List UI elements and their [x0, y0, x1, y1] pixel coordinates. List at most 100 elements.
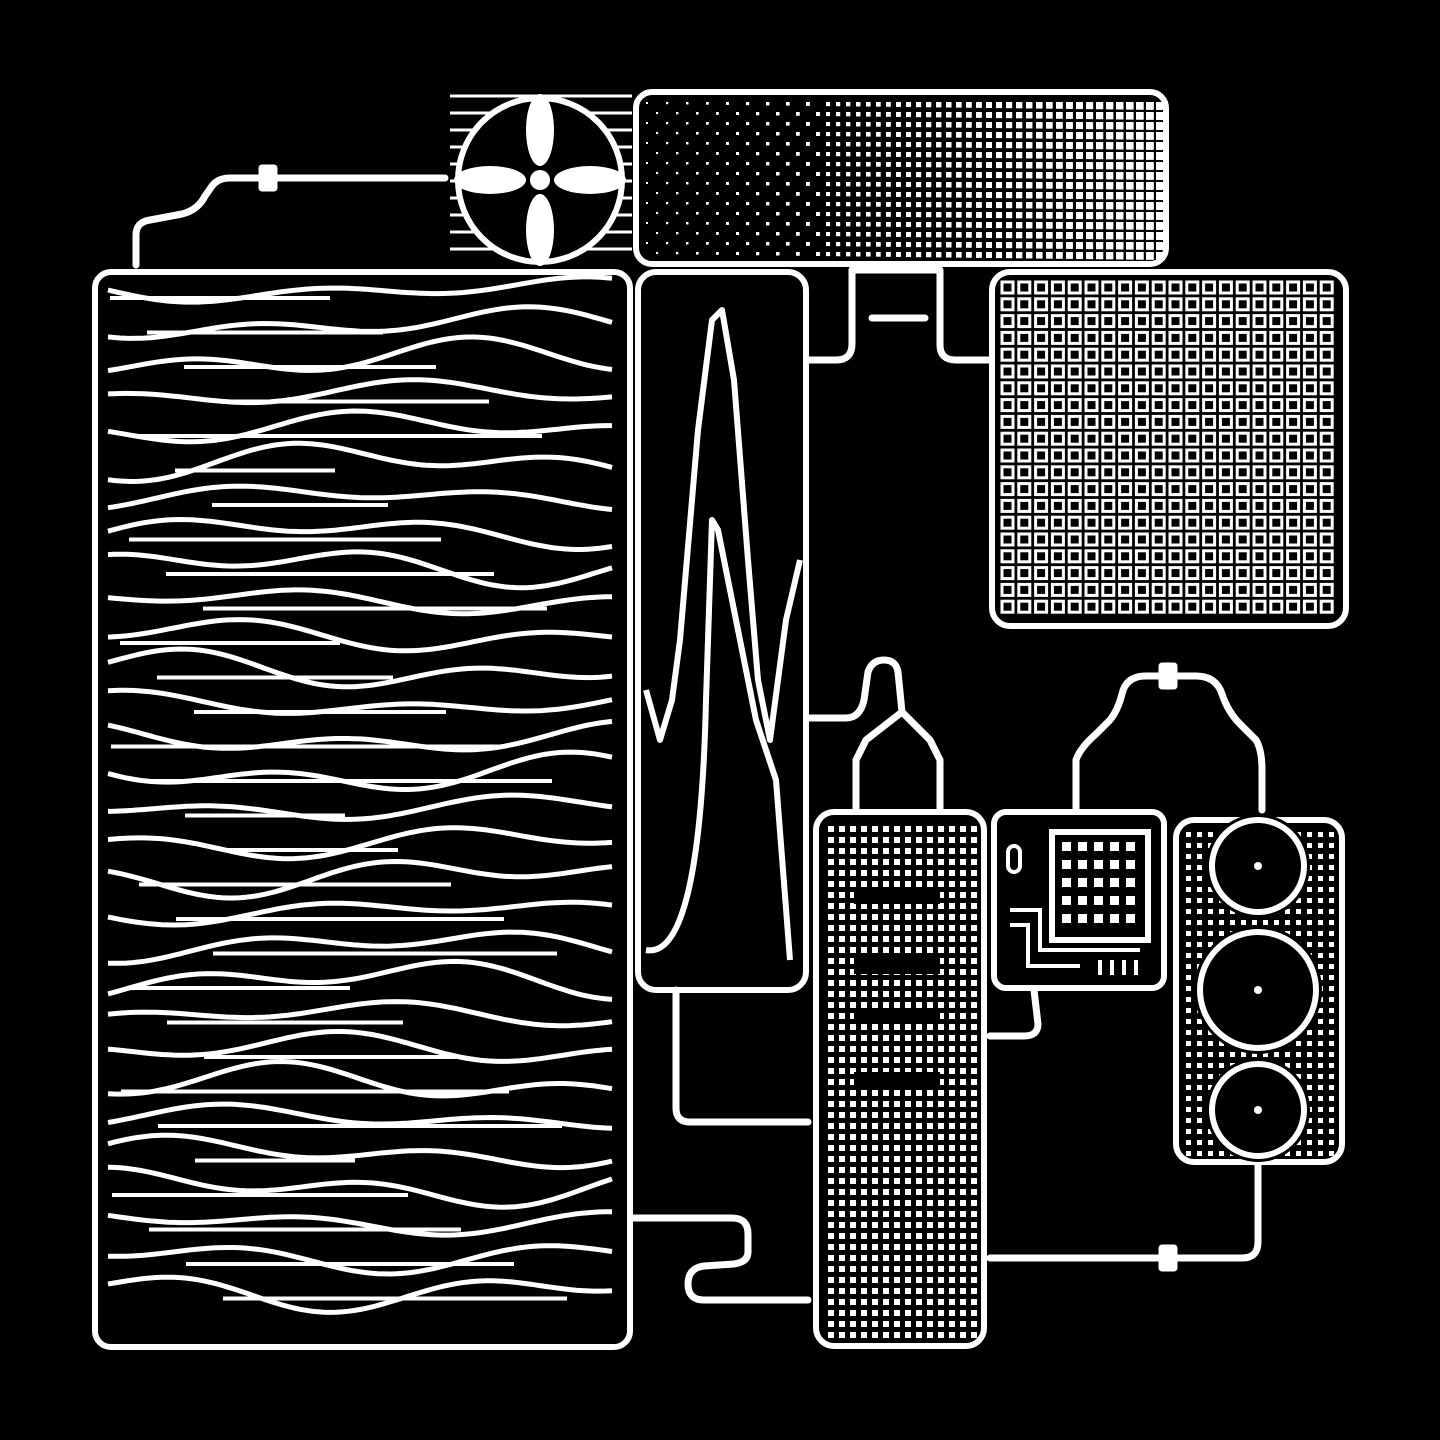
dither-dot: [916, 152, 922, 158]
grid-cell: [1168, 532, 1183, 547]
dither-dot: [666, 182, 669, 185]
lobe-dot: [1307, 942, 1312, 947]
dither-dot: [1016, 202, 1023, 209]
dither-dot: [1036, 112, 1043, 119]
grid-cell: [1101, 314, 1116, 329]
column-dot: [850, 1321, 856, 1327]
column-dot: [839, 1112, 845, 1118]
grid-cell: [1269, 566, 1284, 581]
grid-cell: [1286, 347, 1301, 362]
column-dot: [894, 1288, 900, 1294]
column-dot: [861, 1299, 867, 1305]
dotted-column-panel: [813, 809, 987, 1349]
column-dot: [828, 1222, 834, 1228]
column-dot: [828, 1101, 834, 1107]
dither-dot: [896, 152, 901, 157]
chip-body: [1049, 829, 1151, 943]
column-dot: [905, 914, 911, 920]
dither-dot: [1076, 172, 1084, 180]
column-dot: [872, 1200, 878, 1206]
dither-dot: [946, 212, 952, 218]
column-dot: [960, 1002, 966, 1008]
column-dot: [872, 1035, 878, 1041]
dither-dot: [846, 252, 851, 257]
dither-dot: [746, 222, 750, 226]
dither-dot: [686, 142, 689, 145]
column-dot: [905, 1255, 911, 1261]
column-dot: [960, 1112, 966, 1118]
grid-cell: [1084, 314, 1099, 329]
dither-dot: [1156, 112, 1164, 120]
grid-cell: [1134, 566, 1149, 581]
fan-blade: [526, 94, 554, 166]
dither-dot: [1146, 222, 1154, 230]
grid-cell: [1269, 347, 1284, 362]
column-dot: [861, 980, 867, 986]
dither-dot: [1156, 222, 1164, 230]
dither-dot: [826, 242, 831, 247]
dither-dot: [1026, 102, 1033, 109]
column-dot: [949, 1310, 955, 1316]
dither-dot: [1046, 242, 1053, 249]
lobe-dot: [1197, 843, 1202, 848]
column-dot: [894, 1299, 900, 1305]
dither-dot: [1126, 112, 1134, 120]
column-dot: [861, 1255, 867, 1261]
lobe-dot: [1296, 1052, 1301, 1057]
column-dot: [883, 980, 889, 986]
column-dot: [971, 991, 977, 997]
dither-dot: [1086, 192, 1094, 200]
lobe-dot: [1318, 876, 1323, 881]
column-dot: [839, 1178, 845, 1184]
grid-cell: [1185, 566, 1200, 581]
column-dot: [850, 1057, 856, 1063]
grid-cell: [1050, 465, 1065, 480]
grid-cell: [1134, 482, 1149, 497]
dither-dot: [1116, 222, 1124, 230]
column-dot: [894, 980, 900, 986]
column-dot: [828, 903, 834, 909]
grid-cell: [1269, 599, 1284, 614]
dither-dot: [826, 172, 831, 177]
dither-dot: [786, 142, 790, 146]
lobe-dot: [1219, 1151, 1224, 1156]
grid-cell: [1302, 431, 1317, 446]
column-dot: [861, 1024, 867, 1030]
column-dot: [828, 1233, 834, 1239]
dither-dot: [706, 202, 709, 205]
grid-cell: [1286, 599, 1301, 614]
column-dot: [949, 1079, 955, 1085]
dither-dot: [716, 172, 719, 175]
column-dot: [971, 1178, 977, 1184]
column-dot: [828, 1024, 834, 1030]
column-dot: [971, 881, 977, 887]
column-dot: [916, 1112, 922, 1118]
dither-dot: [876, 232, 881, 237]
grid-cell: [1218, 515, 1233, 530]
grid-cell: [1319, 599, 1334, 614]
grid-cell: [1168, 566, 1183, 581]
column-dot: [850, 1266, 856, 1272]
chip-cell: [1062, 914, 1071, 923]
column-dot: [916, 1299, 922, 1305]
grid-cell: [1118, 599, 1133, 614]
dither-dot: [726, 142, 729, 145]
dither-dot: [1116, 172, 1124, 180]
lobe-dot: [1329, 1085, 1334, 1090]
column-dot: [861, 1101, 867, 1107]
dither-dot: [896, 112, 901, 117]
grid-cell: [1185, 364, 1200, 379]
grid-cell: [1151, 482, 1166, 497]
panel-frame: [813, 809, 987, 1349]
column-dot: [850, 1035, 856, 1041]
wave-line: [107, 549, 613, 591]
grid-cell: [1017, 330, 1032, 345]
lobe-dot: [1186, 898, 1191, 903]
grid-cell: [1134, 330, 1149, 345]
grid-cell: [1168, 599, 1183, 614]
column-dot: [839, 903, 845, 909]
column-dot: [971, 1299, 977, 1305]
lobe-dot: [1197, 876, 1202, 881]
grid-cell: [1134, 448, 1149, 463]
column-dot: [960, 1079, 966, 1085]
